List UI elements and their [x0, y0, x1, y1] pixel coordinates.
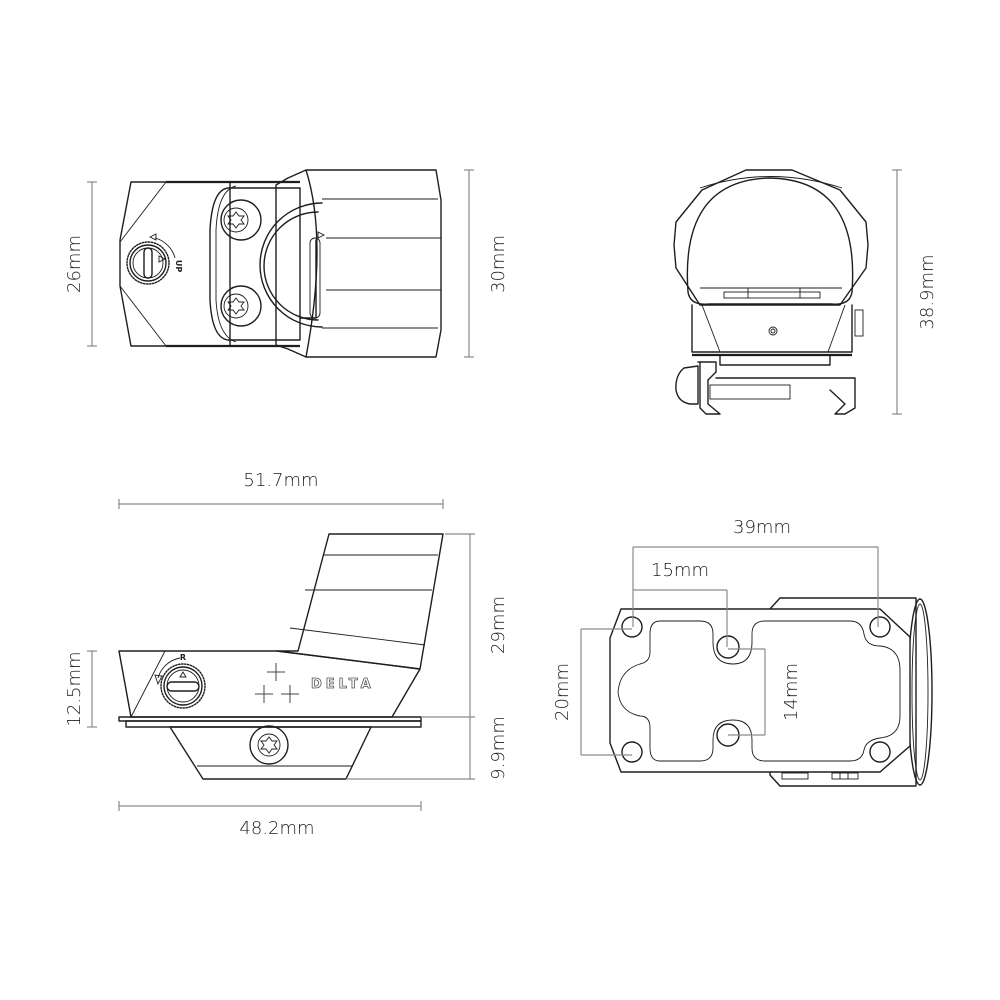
dim-26mm: 26mm	[64, 181, 97, 347]
dim-12.5mm: 12.5mm	[64, 650, 97, 728]
torx-screw-side	[249, 725, 289, 765]
dim-label-9.9mm: 9.9mm	[488, 716, 509, 780]
dim-30mm: 30mm	[464, 169, 509, 358]
bottom-view: 39mm 15mm 20mm 14mm	[552, 517, 933, 787]
elevation-knob: UP	[126, 233, 183, 285]
dim-14mm: 14mm	[728, 648, 802, 736]
dim-label-30mm: 30mm	[488, 235, 509, 293]
up-label: UP	[174, 260, 183, 272]
dim-label-39mm: 39mm	[733, 517, 791, 538]
dim-label-15mm: 15mm	[651, 560, 709, 581]
brand-logo: DELTA	[311, 677, 375, 692]
dim-label-12.5mm: 12.5mm	[64, 651, 85, 726]
dim-29mm: 29mm 9.9mm	[346, 533, 509, 780]
side-view: 51.7mm R DELTA	[64, 470, 509, 839]
dim-label-51.7mm: 51.7mm	[243, 470, 318, 491]
dim-label-26mm: 26mm	[64, 235, 85, 293]
dim-20mm: 20mm	[552, 628, 632, 756]
dim-label-20mm: 20mm	[552, 663, 573, 721]
dim-label-14mm: 14mm	[781, 663, 802, 721]
dim-39mm: 39mm	[632, 517, 879, 627]
dim-51.7mm: 51.7mm	[118, 470, 444, 509]
dim-label-48.2mm: 48.2mm	[239, 818, 314, 839]
dim-48.2mm: 48.2mm	[118, 801, 422, 839]
windage-knob: R	[154, 653, 206, 709]
top-view: 26mm UP	[64, 169, 509, 358]
mounting-holes	[621, 616, 891, 763]
reticle-crosses-icon	[255, 663, 299, 703]
dim-15mm: 15mm	[633, 560, 728, 647]
windage-r-label: R	[180, 653, 186, 662]
dim-38.9mm: 38.9mm	[892, 169, 938, 415]
torx-screw-top	[220, 199, 262, 241]
dim-label-38.9mm: 38.9mm	[917, 254, 938, 329]
torx-screw-bottom	[220, 285, 262, 327]
dim-label-29mm: 29mm	[488, 596, 509, 654]
front-view: 38.9mm	[673, 169, 938, 415]
